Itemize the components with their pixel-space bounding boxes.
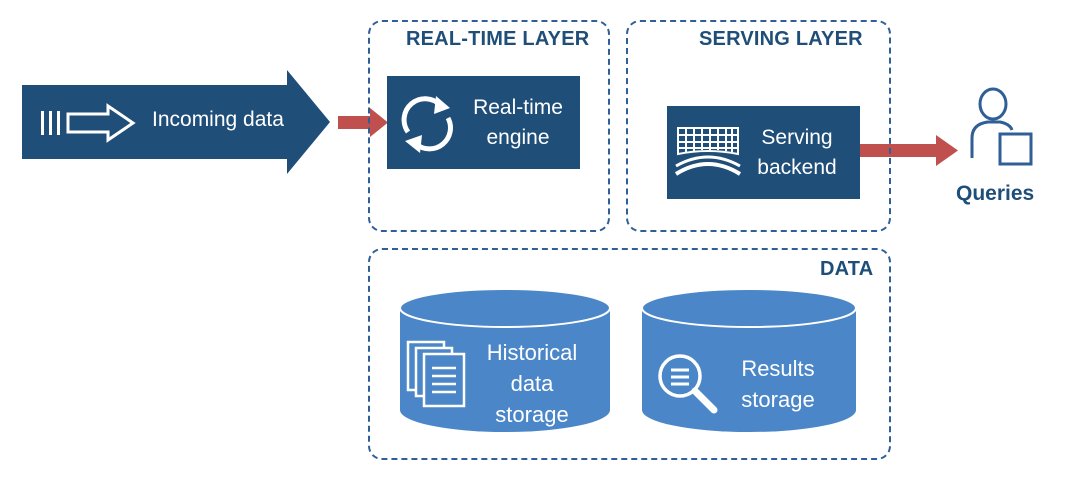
realtime-engine-line-1: Real-time	[473, 96, 563, 119]
data-layer-group	[368, 248, 891, 460]
queries-label: Queries	[956, 182, 1035, 205]
serving-layer-title: SERVING LAYER	[699, 28, 863, 50]
realtime-layer-title: REAL-TIME LAYER	[406, 28, 590, 50]
serving-backend-label: Serving backend	[742, 123, 852, 183]
serving-backend-line-2: backend	[757, 156, 837, 179]
data-layer-title: DATA	[820, 258, 874, 280]
grid-bridge-icon	[674, 127, 742, 176]
results-line-1: Results	[741, 356, 815, 381]
realtime-layer-group	[368, 20, 610, 232]
serving-backend-line-1: Serving	[761, 126, 833, 149]
arrow-incoming-to-engine	[338, 108, 388, 137]
documents-icon	[406, 340, 466, 408]
results-storage-cylinder	[641, 288, 857, 432]
realtime-engine-node	[387, 76, 580, 169]
results-storage-label: Results storage	[722, 353, 834, 415]
results-line-2: storage	[741, 387, 815, 412]
historical-storage-label: Historical data storage	[472, 337, 592, 430]
incoming-data-label: Incoming data	[152, 108, 284, 131]
incoming-data-arrow-shape	[22, 70, 330, 174]
magnifier-icon	[658, 354, 718, 414]
arrow-outline-icon	[41, 103, 136, 143]
serving-backend-node	[667, 106, 860, 199]
historical-line-1: Historical	[486, 340, 578, 365]
serving-layer-group	[626, 20, 891, 232]
historical-line-3: storage	[495, 402, 569, 427]
realtime-engine-line-2: engine	[486, 126, 550, 149]
refresh-cycle-icon	[401, 96, 453, 153]
user-icon	[970, 87, 1033, 166]
realtime-engine-label: Real-time engine	[463, 93, 573, 153]
historical-line-2: data	[510, 371, 554, 396]
arrow-backend-to-queries	[860, 135, 958, 166]
